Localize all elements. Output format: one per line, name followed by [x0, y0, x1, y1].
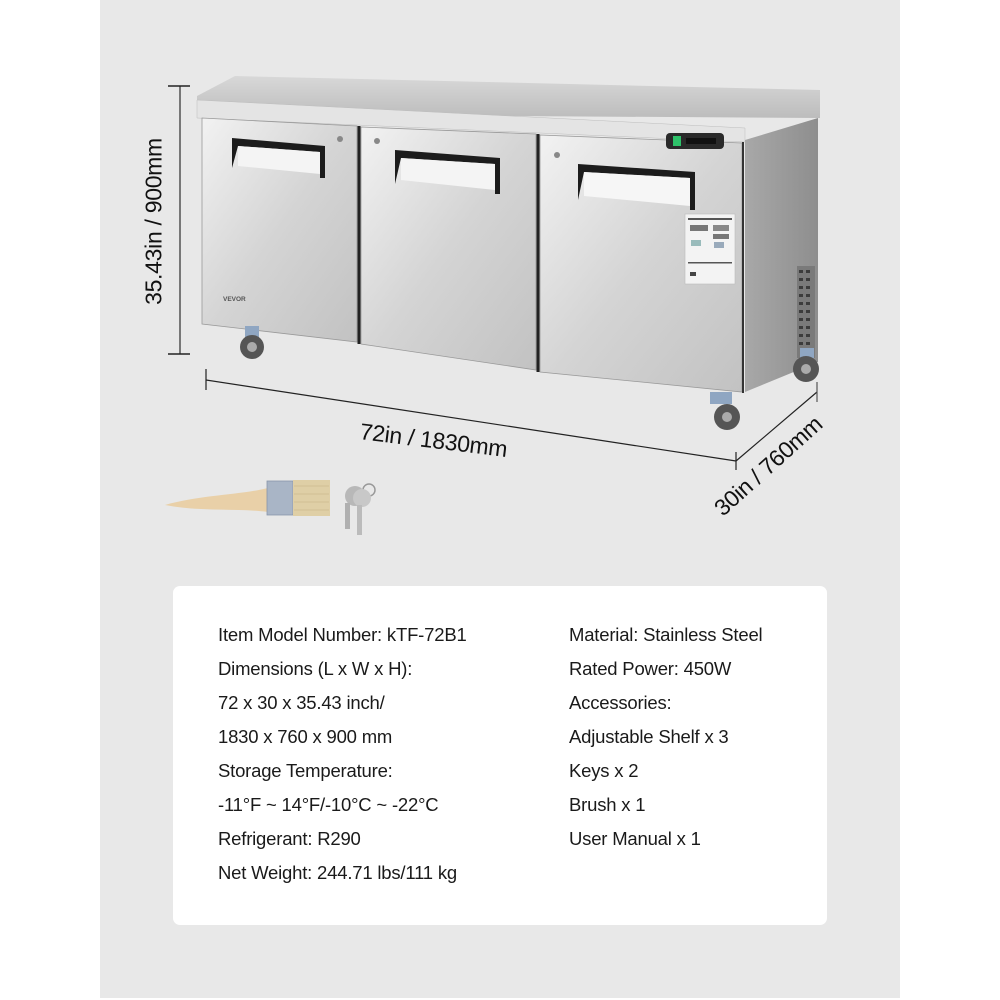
temperature-control-panel[interactable]: [666, 133, 724, 149]
door-left[interactable]: [201, 117, 358, 343]
lock-icon: [554, 152, 560, 158]
caster-wheel: [793, 348, 819, 382]
spec-dimensions-inch: 72 x 30 x 35.43 inch/: [218, 692, 385, 713]
caster-wheel: [240, 326, 264, 359]
info-label-sticker: [684, 213, 736, 285]
lock-icon: [337, 136, 343, 142]
brush-icon: [165, 480, 330, 516]
brand-logo: VEVOR: [223, 296, 246, 303]
spec-storage-temp-value: -11°F ~ 14°F/-10°C ~ -22°C: [218, 794, 439, 815]
door-handle[interactable]: [232, 138, 325, 178]
spec-material: Material: Stainless Steel: [569, 624, 763, 645]
spec-refrigerant: Refrigerant: R290: [218, 828, 361, 849]
spec-accessories-heading: Accessories:: [569, 692, 672, 713]
length-dimension-line: [205, 369, 737, 462]
depth-dimension-line: [735, 382, 818, 470]
spec-net-weight: Net Weight: 244.71 lbs/111 kg: [218, 862, 457, 883]
spec-dimensions-heading: Dimensions (L x W x H):: [218, 658, 413, 679]
freezer-illustration: VEVOR: [165, 76, 820, 535]
height-dimension-label: 35.43in / 900mm: [140, 138, 167, 305]
spec-storage-temp-heading: Storage Temperature:: [218, 760, 393, 781]
door-handle[interactable]: [395, 150, 500, 194]
specs-left-column: Item Model Number: kTF-72B1 Dimensions (…: [218, 622, 467, 894]
vent-grille: [797, 266, 815, 358]
spec-accessory-brush: Brush x 1: [569, 794, 646, 815]
spec-dimensions-mm: 1830 x 760 x 900 mm: [218, 726, 393, 747]
caster-wheel: [710, 392, 740, 430]
countertop: [197, 76, 820, 118]
keys-icon: [345, 483, 376, 535]
lock-icon: [374, 138, 380, 144]
spec-accessory-keys: Keys x 2: [569, 760, 639, 781]
spec-rated-power: Rated Power: 450W: [569, 658, 732, 679]
spec-accessory-shelf: Adjustable Shelf x 3: [569, 726, 729, 747]
spec-model-number: Item Model Number: kTF-72B1: [218, 624, 467, 645]
height-dimension-line: [168, 85, 190, 355]
specs-card: Item Model Number: kTF-72B1 Dimensions (…: [173, 586, 827, 925]
specs-right-column: Material: Stainless Steel Rated Power: 4…: [569, 622, 763, 860]
spec-accessory-manual: User Manual x 1: [569, 828, 701, 849]
door-handle[interactable]: [578, 164, 695, 210]
